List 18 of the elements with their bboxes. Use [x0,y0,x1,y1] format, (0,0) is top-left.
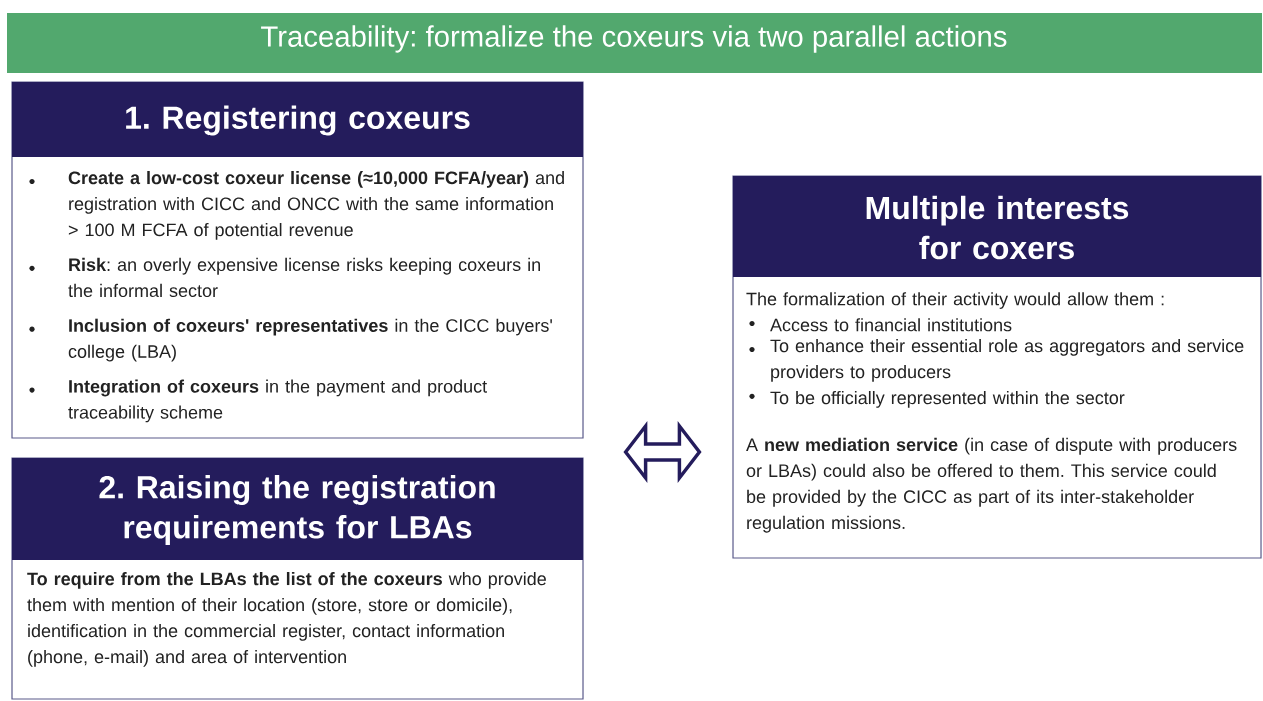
bullet-item: Create a low-cost coxeur license (≈10,000 FCFA/year) and registration with CICC and ONCC with the same information > 100 M FCFA of potential revenue [29,171,564,240]
paragraph: To require from the LBAs the list of the coxeurs who provide them with mention of their location (store, store or domicile), identification in the commercial register, contact information (phone, e-mail) and area of intervention [27,572,546,667]
bullet-item: Inclusion of coxeurs' representatives in the CICC buyers' college (LBA) [29,318,552,362]
title-banner: Traceability: formalize the coxeurs via two parallel actions [7,13,1262,73]
panel-heading: 1. Registering coxeurs [126,105,470,136]
double-arrow [623,420,702,484]
bullet-item: To be officially represented within the sector [749,391,1125,408]
panel [11,81,584,439]
bullet-item: Risk: an overly expensive license risks keeping coxeurs in the informal sector [29,257,540,298]
bullet-item: To enhance their essential role as aggregators and service providers to producers [749,339,1244,382]
bullet-item: Access to financial institutions [749,318,1012,332]
panel [732,175,1262,559]
paragraph: A new mediation service (in case of dispute with producers or LBAs) could also be offered to them. This service could be provided by the CICC as part of its inter-stakeholder regulation missions. [746,437,1237,533]
panel-heading: 2. Raising the registration requirements for LBAs [99,475,495,545]
paragraph: The formalization of their activity would allow them : [746,292,1164,309]
panel-heading: Multiple interests for coxers [866,195,1129,260]
panel [11,457,584,700]
bullet-item: Integration of coxeurs in the payment and product traceability scheme [29,379,487,423]
